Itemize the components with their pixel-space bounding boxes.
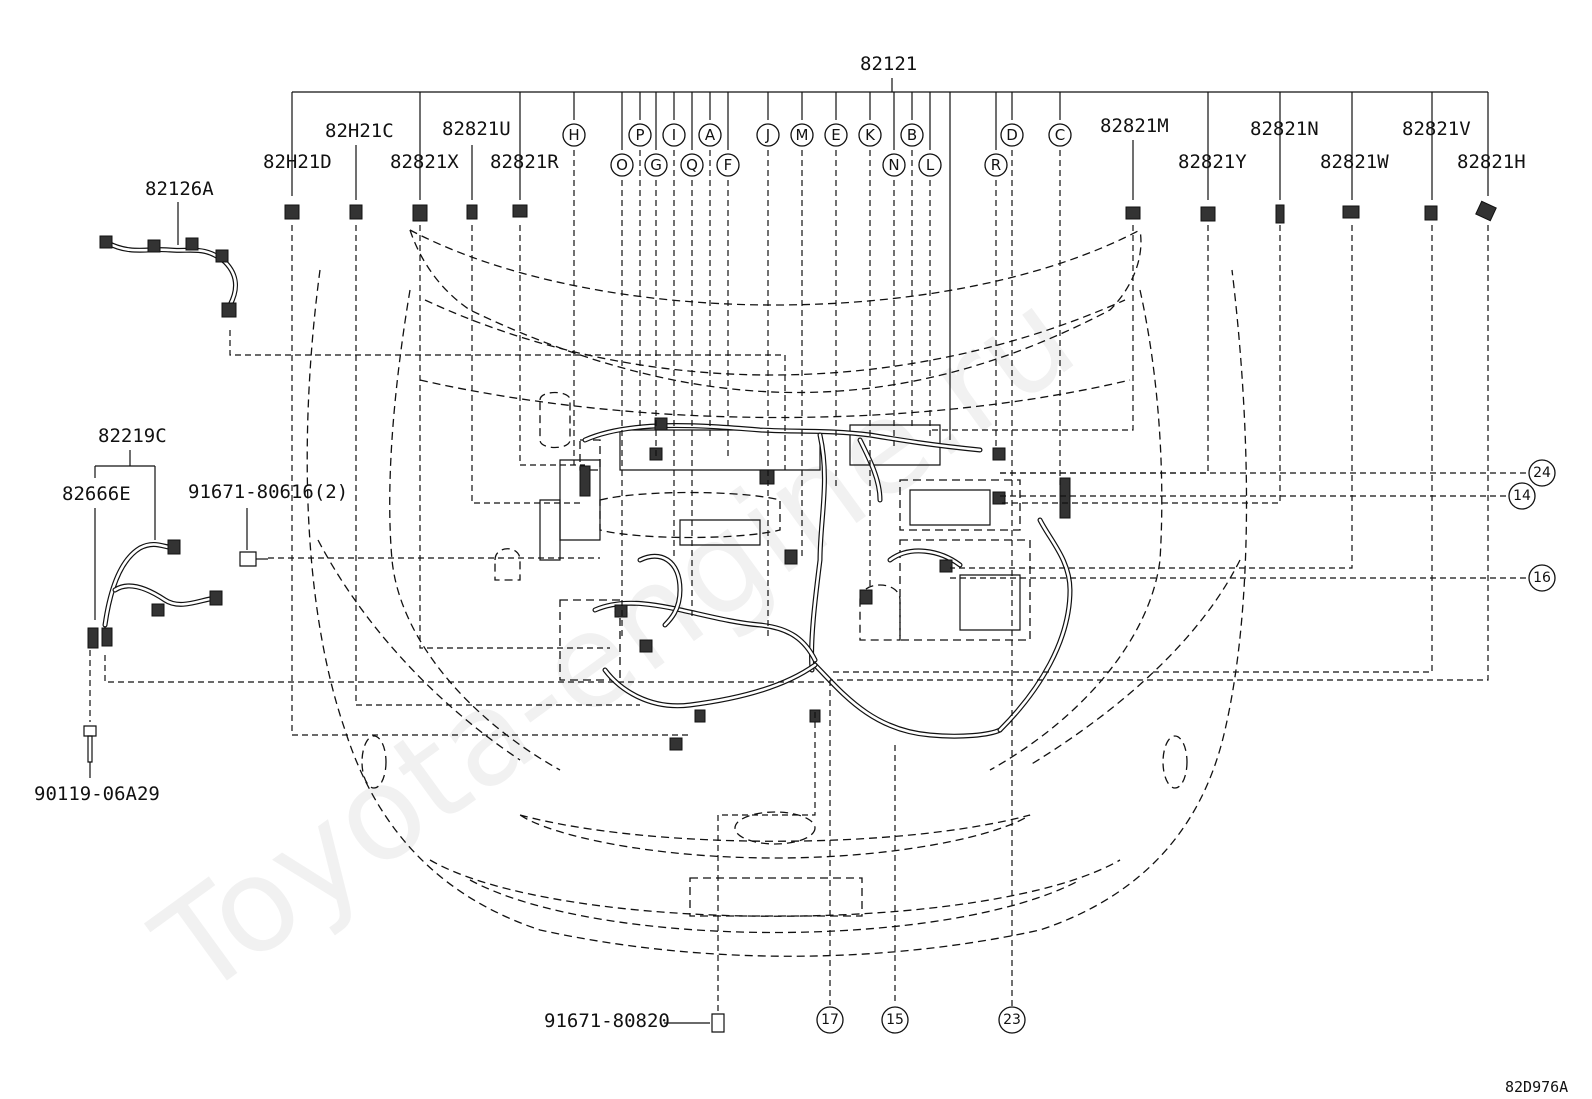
callout-J: J (765, 126, 770, 144)
part-number-82121: 82121 (860, 53, 917, 75)
connector-icon (1424, 205, 1438, 221)
label-82821R: 82821R (490, 151, 559, 173)
callout-Q: Q (686, 156, 698, 174)
label-82821X: 82821X (390, 151, 459, 173)
label-82219C: 82219C (98, 425, 167, 447)
callout-G: G (650, 156, 662, 174)
callout-A: A (705, 126, 716, 144)
callout-16: 16 (1533, 570, 1551, 586)
leader-lines (104, 150, 1528, 1012)
callout-C: C (1055, 126, 1065, 144)
callout-I: I (672, 126, 676, 144)
bolt-90119-06A29: 90119-06A29 (34, 650, 160, 805)
callout-O: O (616, 156, 628, 174)
connector-icon (512, 204, 528, 218)
label-91671-80820: 91671-80820 (544, 1010, 670, 1032)
label-82666E: 82666E (62, 483, 131, 505)
label-82821U: 82821U (442, 118, 511, 140)
top-connector-icons (284, 200, 1497, 224)
label-82821Y: 82821Y (1178, 151, 1247, 173)
bolt-91671-80616: 91671-80616(2) (188, 481, 348, 567)
connector-icon (412, 204, 428, 222)
main-engine-harness (582, 423, 1073, 739)
connector-icon (1275, 204, 1285, 224)
callout-23: 23 (1003, 1012, 1021, 1028)
top-part-labels: 82H21D 82H21C 82821X 82821U 82821R 82821… (263, 115, 1526, 173)
label-91671-80616: 91671-80616(2) (188, 481, 348, 503)
label-82821W: 82821W (1320, 151, 1389, 173)
bolt-91671-80820: 91671-80820 (544, 1010, 725, 1033)
callout-K: K (865, 126, 876, 144)
connector-icon (284, 204, 300, 220)
callout-B: B (907, 126, 917, 144)
label-82H21C: 82H21C (325, 120, 394, 142)
label-82126A: 82126A (145, 178, 214, 200)
label-82H21D: 82H21D (263, 151, 332, 173)
callout-F: F (724, 156, 733, 174)
label-82821M: 82821M (1100, 115, 1169, 137)
callout-15: 15 (886, 1012, 904, 1028)
vehicle-body-outline (306, 229, 1248, 957)
harness-connectors (579, 417, 1071, 751)
number-callouts: 24 14 16 17 15 23 (816, 459, 1556, 1034)
callout-R: R (991, 156, 1001, 174)
sub-harness-82126A: 82126A (99, 178, 238, 318)
connector-icon (1200, 206, 1216, 222)
connector-icon (1342, 205, 1360, 219)
assembly-82121-bracket: 82121 (291, 53, 1489, 440)
label-82821H: 82821H (1457, 151, 1526, 173)
callout-N: N (888, 156, 899, 174)
connector-icon (1125, 206, 1141, 220)
connector-icon (1475, 200, 1497, 222)
label-90119-06A29: 90119-06A29 (34, 783, 160, 805)
callout-P: P (635, 126, 644, 144)
callout-E: E (831, 126, 840, 144)
sub-harness-82219C: 82219C 82666E (62, 425, 223, 649)
label-82821N: 82821N (1250, 118, 1319, 140)
watermark: Toyota-engine.ru (128, 261, 1101, 1026)
callout-M: M (796, 126, 809, 144)
connector-icon (349, 204, 363, 220)
letter-callouts: H P I A J M E K B D C O G Q F N L R (562, 123, 1072, 177)
label-82821V: 82821V (1402, 118, 1471, 140)
callout-D: D (1006, 126, 1018, 144)
callout-17: 17 (821, 1012, 839, 1028)
diagram-reference: 82D976A (1505, 1078, 1568, 1096)
callout-H: H (568, 126, 579, 144)
connector-icon (466, 204, 478, 220)
callout-14: 14 (1513, 488, 1531, 504)
callout-24: 24 (1533, 465, 1551, 481)
callout-L: L (926, 156, 935, 174)
